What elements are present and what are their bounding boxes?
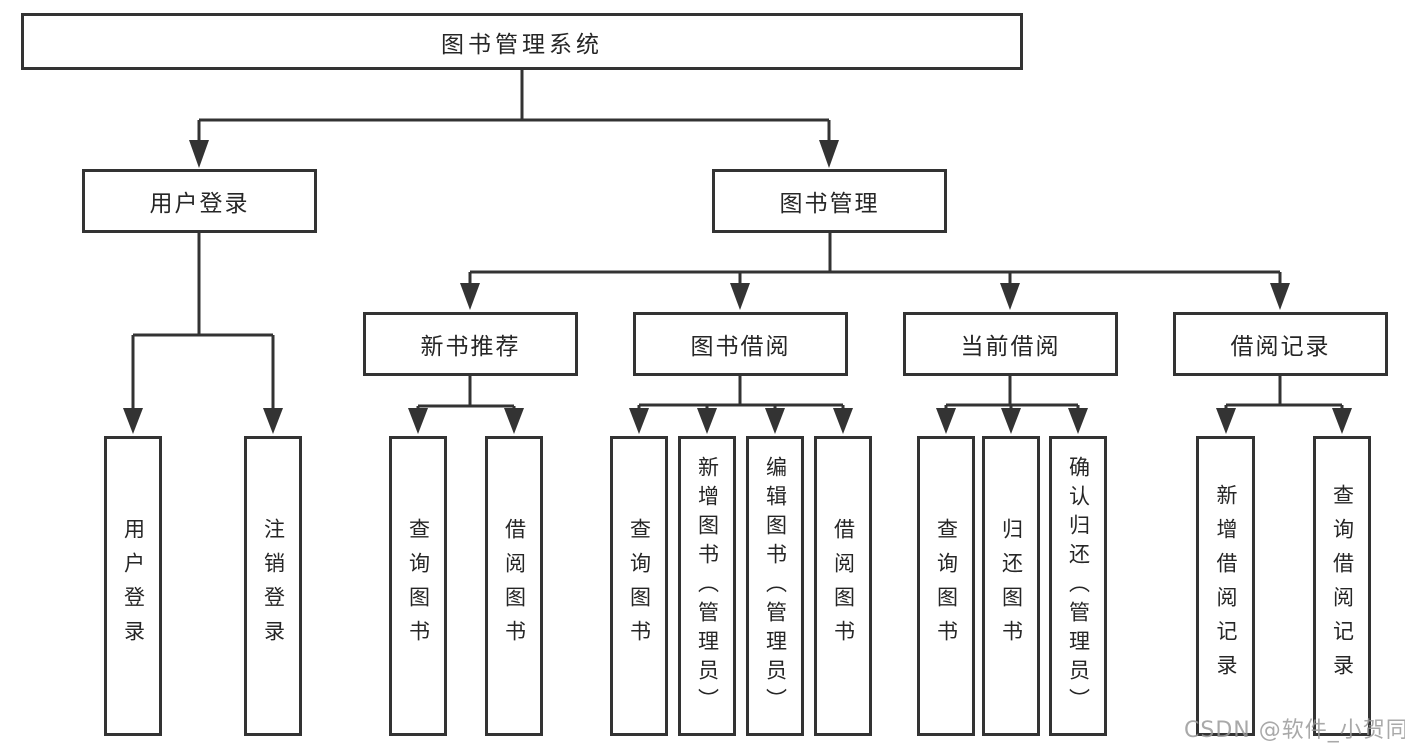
- node-label: 借阅图书: [502, 518, 527, 654]
- arrowhead: [189, 140, 209, 168]
- arrowhead: [263, 408, 283, 434]
- node-label: 查询图书: [627, 518, 652, 654]
- arrowhead: [819, 140, 839, 168]
- arrowheads: [123, 140, 1352, 434]
- leaf-borrow-book-2: 借阅图书: [814, 436, 872, 736]
- node-label: 当前借阅: [960, 334, 1061, 360]
- node-label: 编辑图书（管理员）: [763, 455, 788, 717]
- connector-root-to-level2: [197, 70, 831, 141]
- node-book-management: 图书管理: [712, 169, 947, 233]
- arrowhead: [460, 283, 480, 310]
- arrowhead: [697, 408, 717, 434]
- connector-bookmgmt-to-level3: [468, 233, 1282, 285]
- node-label: 图书管理: [779, 191, 880, 217]
- connector-borrowrecord-to-children: [1224, 376, 1344, 410]
- connector-currentborrow-to-children: [944, 376, 1080, 410]
- node-borrow-record: 借阅记录: [1173, 312, 1388, 376]
- connector-newbook-to-children: [416, 376, 516, 410]
- arrowhead: [1000, 283, 1020, 310]
- leaf-confirm-return-admin: 确认归还（管理员）: [1049, 436, 1107, 736]
- node-new-book-recommend: 新书推荐: [363, 312, 578, 376]
- node-current-borrow: 当前借阅: [903, 312, 1118, 376]
- leaf-logout: 注销登录: [244, 436, 302, 736]
- arrowhead: [504, 408, 524, 434]
- node-label: 归还图书: [999, 518, 1024, 654]
- leaf-edit-book-admin: 编辑图书（管理员）: [746, 436, 804, 736]
- node-label: 新增借阅记录: [1214, 484, 1238, 688]
- arrowhead: [936, 408, 956, 434]
- node-label: 借阅图书: [831, 518, 856, 654]
- arrowhead: [833, 408, 853, 434]
- arrowhead: [765, 408, 785, 434]
- node-user-login: 用户登录: [82, 169, 317, 233]
- leaf-query-borrow-record: 查询借阅记录: [1313, 436, 1371, 736]
- watermark-text: CSDN @软件_小贺同学: [1184, 718, 1405, 743]
- arrowhead: [1001, 408, 1021, 434]
- node-label: 图书管理系统: [441, 31, 603, 58]
- leaf-query-book-3: 查询图书: [917, 436, 975, 736]
- node-book-borrow: 图书借阅: [633, 312, 848, 376]
- node-label: 新增图书（管理员）: [695, 455, 720, 717]
- node-label: 图书借阅: [690, 334, 791, 360]
- leaf-add-book-admin: 新增图书（管理员）: [678, 436, 736, 736]
- arrowhead: [1270, 283, 1290, 310]
- node-label: 确认归还（管理员）: [1066, 455, 1091, 717]
- leaf-user-login: 用户登录: [104, 436, 162, 736]
- node-label: 查询借阅记录: [1330, 484, 1355, 688]
- node-root-system: 图书管理系统: [21, 13, 1023, 70]
- arrowhead: [1332, 408, 1352, 434]
- leaf-query-book-2: 查询图书: [610, 436, 668, 736]
- connector-userlogin-to-children: [131, 233, 275, 410]
- arrowhead: [408, 408, 428, 434]
- leaf-add-borrow-record: 新增借阅记录: [1196, 436, 1255, 736]
- arrowhead: [629, 408, 649, 434]
- node-label: 查询图书: [406, 518, 431, 654]
- arrowhead: [1068, 408, 1088, 434]
- node-label: 用户登录: [149, 191, 250, 217]
- leaf-query-book-1: 查询图书: [389, 436, 447, 736]
- node-label: 新书推荐: [420, 334, 521, 360]
- node-label: 注销登录: [261, 518, 286, 654]
- node-label: 借阅记录: [1230, 334, 1331, 360]
- node-label: 用户登录: [121, 518, 146, 654]
- arrowhead: [730, 283, 750, 310]
- arrowhead: [1216, 408, 1236, 434]
- node-label: 查询图书: [934, 518, 959, 654]
- arrowhead: [123, 408, 143, 434]
- connector-bookborrow-to-children: [637, 376, 845, 410]
- leaf-borrow-book-1: 借阅图书: [485, 436, 543, 736]
- leaf-return-book: 归还图书: [982, 436, 1040, 736]
